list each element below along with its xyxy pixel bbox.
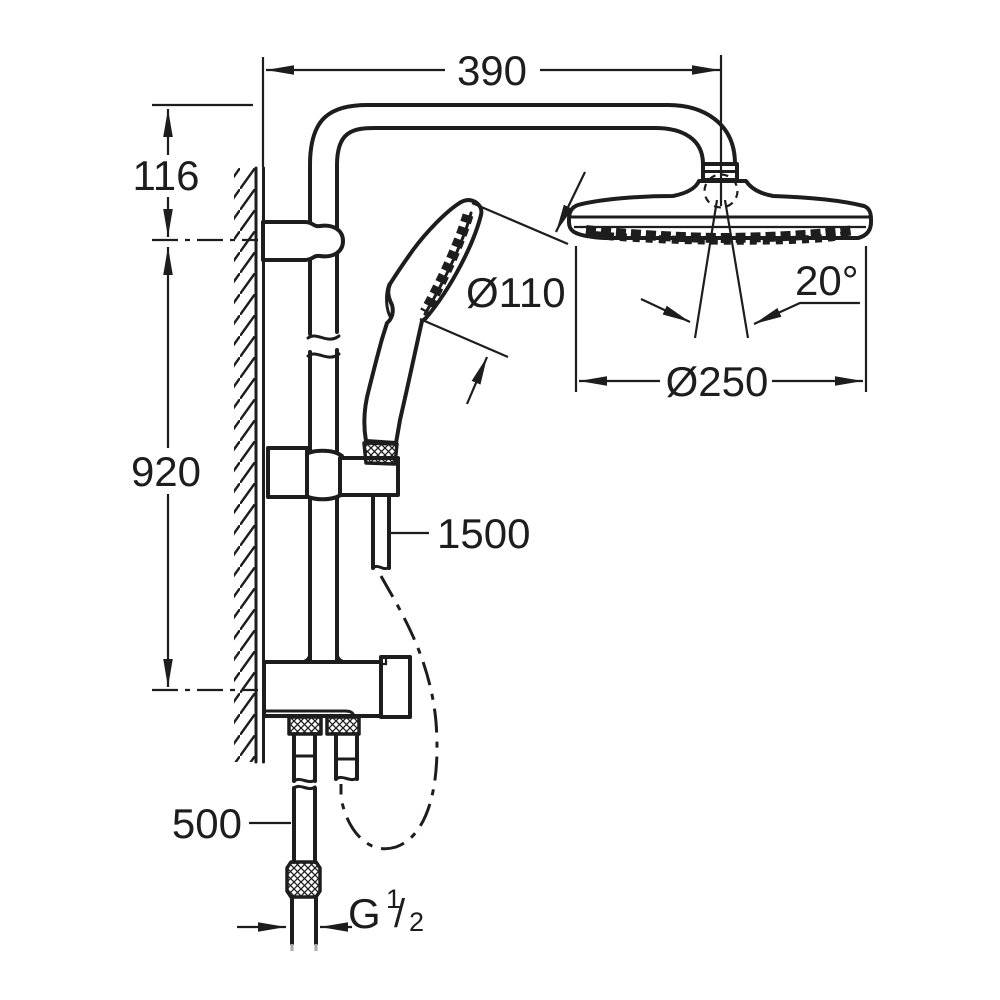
rail-to-valve-flare bbox=[298, 650, 349, 664]
supply-nut-knurled bbox=[287, 715, 323, 736]
glider-block bbox=[266, 446, 309, 499]
hose-dashed-loop bbox=[339, 575, 439, 851]
hose-fitting-knurled bbox=[285, 860, 322, 899]
rail-inner-edge bbox=[335, 126, 705, 662]
supply-hose-upper bbox=[292, 786, 317, 864]
hose-break-symbol bbox=[371, 564, 391, 571]
rail-outer-edge bbox=[308, 103, 737, 664]
angle-label: 20° bbox=[795, 257, 859, 304]
dim-110-tangent-top bbox=[471, 201, 569, 246]
supply-hose bbox=[285, 784, 322, 951]
supply-hose-break bbox=[292, 784, 317, 791]
shower-rail-and-arm bbox=[306, 103, 737, 664]
thread-g-label: G bbox=[348, 890, 381, 937]
dim-110-arrow-top bbox=[555, 171, 586, 233]
thread-denominator: 2 bbox=[409, 907, 424, 937]
spray-angle-lines bbox=[693, 199, 750, 339]
hand-shower-nozzle-row bbox=[420, 213, 474, 315]
diverter-valve bbox=[262, 650, 412, 784]
supply-hose-lower bbox=[290, 895, 318, 946]
dim-110-tangent-bottom bbox=[419, 317, 509, 359]
hose-solid-part bbox=[371, 493, 391, 570]
dimensions: 390 116 920 Ø110 20° Ø250 1500 500 bbox=[131, 47, 868, 937]
thread-numerator: 1 bbox=[386, 884, 401, 914]
outlet-pipe bbox=[334, 732, 359, 781]
hand-shower bbox=[362, 198, 484, 445]
ball-joint-dashed-circle bbox=[703, 173, 739, 209]
shower-hose bbox=[339, 493, 439, 851]
supply-hose-fade-end bbox=[290, 944, 318, 951]
outlet-nut-knurled bbox=[325, 715, 361, 736]
dim-116-label: 116 bbox=[133, 152, 200, 199]
wall-bracket bbox=[261, 220, 345, 262]
rail-break-symbol bbox=[306, 334, 341, 359]
dim-920-label: 920 bbox=[131, 448, 201, 495]
glider-holder bbox=[266, 441, 400, 502]
supply-length-label: 500 bbox=[172, 800, 242, 847]
dim-110-arrow-bottom bbox=[465, 356, 489, 405]
outlet-pipe-break bbox=[334, 775, 359, 782]
dim-110-label: Ø110 bbox=[466, 269, 566, 316]
diverter-knob bbox=[379, 655, 412, 719]
head-nozzle-row-2 bbox=[593, 230, 850, 245]
angle-arrow-right bbox=[753, 301, 860, 326]
angle-arrow-left bbox=[640, 298, 691, 323]
dim-250-label: Ø250 bbox=[666, 358, 769, 405]
valve-body bbox=[262, 660, 383, 718]
hand-shower-button bbox=[385, 282, 393, 320]
dim-390-label: 390 bbox=[457, 47, 527, 94]
dim-250-ext-lines bbox=[574, 246, 868, 392]
knob-step-line bbox=[381, 657, 388, 666]
wall-section bbox=[234, 166, 265, 764]
supply-pipe-break bbox=[292, 777, 317, 784]
hose-nut-knurled bbox=[362, 441, 399, 466]
thread-slash: / bbox=[394, 892, 406, 936]
wall-hatching bbox=[234, 168, 256, 762]
head-shower bbox=[567, 55, 873, 339]
hose-length-label: 1500 bbox=[437, 510, 530, 557]
